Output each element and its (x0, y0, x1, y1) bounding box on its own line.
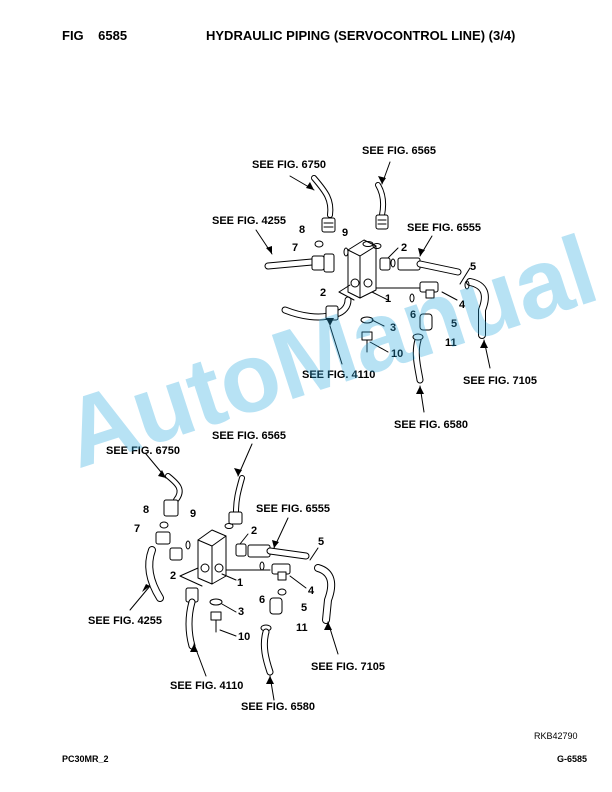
footer-page-code: G-6585 (557, 754, 588, 764)
callout-lower-11: 11 (296, 622, 308, 634)
callout-upper-8: 8 (299, 224, 305, 236)
callout-upper-6: 6 (410, 309, 416, 321)
callout-lower-2-left: 2 (170, 570, 176, 582)
callout-upper-5-bottom: 5 (451, 318, 457, 330)
see-ref-upper-7105: SEE FIG. 7105 (463, 375, 537, 387)
callout-lower-2-right: 2 (251, 525, 257, 537)
see-ref-lower-6565: SEE FIG. 6565 (212, 430, 286, 442)
figure-label: FIG 6585 (62, 28, 128, 43)
see-ref-upper-6565: SEE FIG. 6565 (362, 145, 436, 157)
page-title: HYDRAULIC PIPING (SERVOCONTROL LINE) (3/… (206, 28, 516, 43)
callout-upper-9: 9 (342, 227, 348, 239)
callout-upper-11: 11 (445, 337, 457, 349)
callout-lower-5-bottom: 5 (301, 602, 307, 614)
callout-lower-1: 1 (237, 577, 243, 589)
callout-lower-3: 3 (238, 606, 244, 618)
callout-upper-4: 4 (459, 299, 466, 311)
see-ref-lower-4255: SEE FIG. 4255 (88, 615, 162, 627)
callout-lower-4: 4 (308, 585, 315, 597)
footer-model: PC30MR_2 (62, 754, 109, 764)
see-ref-upper-6750: SEE FIG. 6750 (252, 159, 326, 171)
see-ref-lower-4110: SEE FIG. 4110 (170, 680, 243, 692)
callout-lower-10: 10 (238, 631, 250, 643)
callout-lower-6: 6 (259, 594, 265, 606)
callout-upper-1: 1 (385, 293, 391, 305)
see-ref-upper-4110: SEE FIG. 4110 (302, 369, 375, 381)
callout-upper-7: 7 (292, 242, 298, 254)
callout-upper-2-left: 2 (320, 287, 326, 299)
see-ref-upper-4255: SEE FIG. 4255 (212, 215, 286, 227)
callout-upper-2-right: 2 (401, 242, 407, 254)
callout-lower-8: 8 (143, 504, 149, 516)
drawing-reference: RKB42790 (534, 731, 578, 741)
callout-upper-3: 3 (390, 322, 396, 334)
callout-lower-7: 7 (134, 523, 140, 535)
see-ref-upper-6580: SEE FIG. 6580 (394, 419, 468, 431)
see-ref-lower-7105: SEE FIG. 7105 (311, 661, 385, 673)
callout-lower-5-top: 5 (318, 536, 324, 548)
see-ref-lower-6555: SEE FIG. 6555 (256, 503, 330, 515)
callout-upper-10: 10 (391, 348, 403, 360)
see-ref-upper-6555: SEE FIG. 6555 (407, 222, 481, 234)
see-ref-lower-6580: SEE FIG. 6580 (241, 701, 315, 713)
see-ref-lower-6750: SEE FIG. 6750 (106, 445, 180, 457)
figure-number: 6585 (98, 28, 128, 43)
callout-upper-5-top: 5 (470, 261, 476, 273)
callout-lower-9: 9 (190, 508, 196, 520)
